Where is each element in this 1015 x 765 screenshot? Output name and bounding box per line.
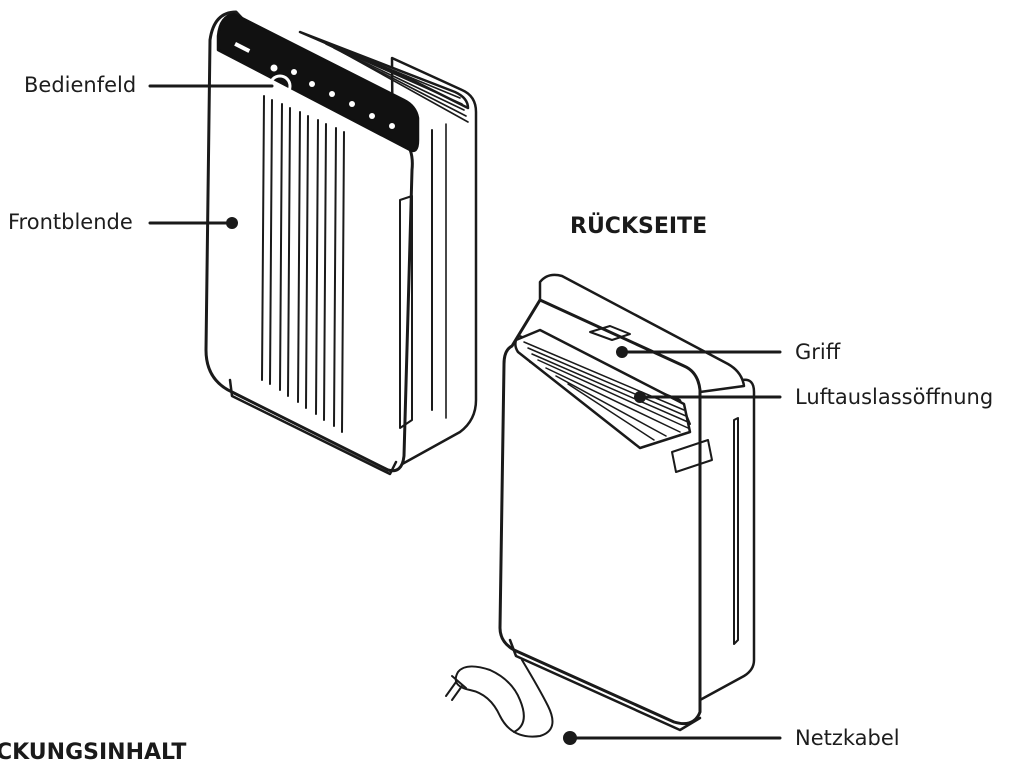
control-panel-buttons	[234, 42, 395, 129]
callout-dot-front-panel	[226, 217, 238, 229]
label-air-outlet: Luftauslassöffnung	[795, 385, 994, 409]
back-unit-illustration	[445, 273, 756, 738]
top-vents	[309, 35, 469, 123]
heading-package-contents: CKUNGSINHALT	[0, 740, 187, 765]
heading-back-side: RÜCKSEITE	[570, 214, 708, 239]
callout-lines	[148, 84, 782, 740]
control-panel-strip	[216, 12, 420, 153]
front-slats	[261, 95, 345, 433]
callout-dot-power-cord	[563, 731, 577, 745]
label-control-panel: Bedienfeld	[24, 73, 137, 97]
callout-dots	[226, 217, 646, 745]
front-unit-illustration	[204, 10, 478, 476]
power-cord-drawing	[445, 659, 554, 738]
outlet-grille	[523, 341, 689, 441]
label-front-panel: Frontblende	[8, 210, 133, 234]
callout-dot-air-outlet	[634, 391, 646, 403]
label-power-cord: Netzkabel	[795, 726, 900, 750]
callout-dot-handle	[616, 346, 628, 358]
label-handle: Griff	[795, 340, 841, 364]
